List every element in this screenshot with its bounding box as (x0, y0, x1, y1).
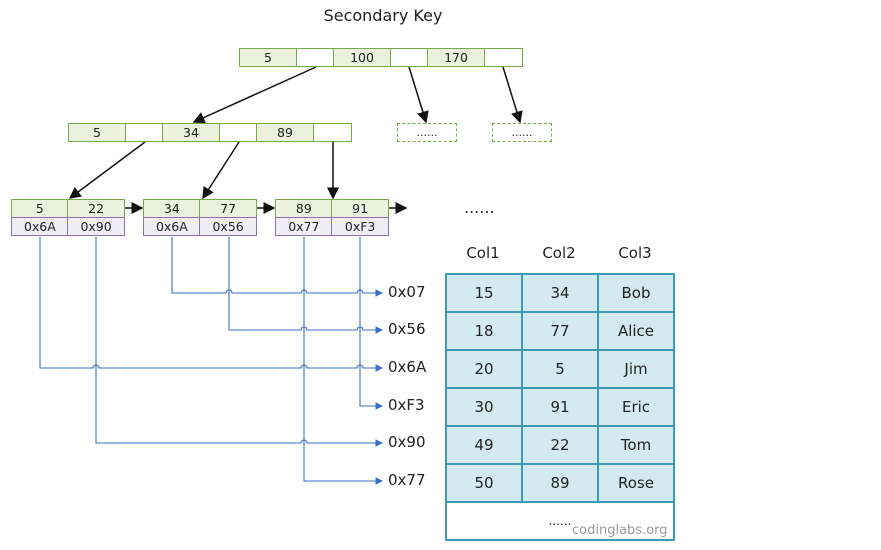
link-0x56 (228, 237, 384, 334)
leaf-node-3: 89 91 0x77 0xF3 (275, 199, 389, 236)
link-0x6A (39, 237, 384, 372)
internal-to-leaf-2-arrow (202, 141, 240, 200)
row-address-6: 0x77 (388, 471, 426, 489)
internal-key-3: 89 (256, 123, 314, 142)
row-address-4: 0xF3 (388, 396, 425, 414)
row-address-2: 0x56 (388, 320, 426, 338)
table-cell: Alice (597, 311, 675, 351)
leaf-node-2: 34 77 0x6A 0x56 (143, 199, 257, 236)
column-header-3: Col3 (618, 244, 652, 262)
root-pointer-3 (483, 48, 523, 67)
column-header-1: Col1 (466, 244, 500, 262)
leaf-2-addr-1: 0x6A (143, 216, 201, 236)
link-0x77 (303, 237, 384, 485)
link-0x90 (95, 237, 384, 447)
leaf-continuation-ellipsis: ...... (464, 198, 495, 217)
root-key-2: 100 (333, 48, 391, 67)
leaf-2-addr-2: 0x56 (199, 216, 257, 236)
table-cell: 15 (445, 273, 523, 313)
table-cell: Bob (597, 273, 675, 313)
leaf-3-key-1: 89 (275, 199, 333, 218)
leaf-2-key-2: 77 (199, 199, 257, 218)
internal-pointer-3 (312, 123, 352, 142)
internal-node: 5 34 89 (68, 123, 352, 142)
table-footer-ellipsis: ...... (445, 501, 675, 541)
leaf-1-key-1: 5 (11, 199, 69, 218)
placeholder-node-1: ...... (397, 123, 457, 142)
internal-pointer-2 (218, 123, 258, 142)
row-address-5: 0x90 (388, 433, 426, 451)
root-pointer-1 (295, 48, 335, 67)
table-row: 20 5 Jim (445, 349, 675, 389)
table-cell: Rose (597, 463, 675, 503)
table-cell: Jim (597, 349, 675, 389)
table-row: 49 22 Tom (445, 425, 675, 465)
leaf-3-key-2: 91 (331, 199, 389, 218)
internal-key-2: 34 (162, 123, 220, 142)
table-cell: 34 (521, 273, 599, 313)
table-row: 30 91 Eric (445, 387, 675, 427)
table-row: 50 89 Rose (445, 463, 675, 503)
table-cell: 50 (445, 463, 523, 503)
leaf-node-1: 5 22 0x6A 0x90 (11, 199, 125, 236)
table-cell: 22 (521, 425, 599, 465)
row-address-3: 0x6A (388, 358, 427, 376)
table-cell: 5 (521, 349, 599, 389)
row-address-1: 0x07 (388, 283, 426, 301)
leaf-3-addr-2: 0xF3 (331, 216, 389, 236)
table-cell: 77 (521, 311, 599, 351)
column-header-2: Col2 (542, 244, 576, 262)
root-to-placeholder-2-arrow (502, 66, 523, 124)
link-0x07 (171, 237, 384, 297)
internal-key-1: 5 (68, 123, 126, 142)
root-to-placeholder-1-arrow (408, 66, 429, 124)
table-cell: 89 (521, 463, 599, 503)
data-table: 15 34 Bob 18 77 Alice 20 5 Jim 30 91 Eri… (445, 273, 675, 541)
root-key-1: 5 (239, 48, 297, 67)
table-cell: Eric (597, 387, 675, 427)
table-cell: 91 (521, 387, 599, 427)
table-cell: Tom (597, 425, 675, 465)
table-footer-row: ...... (445, 501, 675, 541)
root-to-internal-arrow (192, 66, 317, 124)
leaf-1-addr-2: 0x90 (67, 216, 125, 236)
internal-to-leaf-1-arrow (68, 141, 146, 199)
placeholder-node-2: ...... (492, 123, 552, 142)
internal-pointer-1 (124, 123, 164, 142)
link-0xF3 (359, 237, 384, 410)
table-cell: 49 (445, 425, 523, 465)
leaf-2-key-1: 34 (143, 199, 201, 218)
root-key-3: 170 (427, 48, 485, 67)
leaf-1-addr-1: 0x6A (11, 216, 69, 236)
root-pointer-2 (389, 48, 429, 67)
table-row: 15 34 Bob (445, 273, 675, 313)
diagram-title: Secondary Key (323, 6, 443, 25)
watermark: codinglabs.org (572, 523, 668, 538)
table-cell: 20 (445, 349, 523, 389)
leaf-1-key-2: 22 (67, 199, 125, 218)
leaf-3-addr-1: 0x77 (275, 216, 333, 236)
root-node: 5 100 170 (239, 48, 523, 67)
table-cell: 30 (445, 387, 523, 427)
table-row: 18 77 Alice (445, 311, 675, 351)
table-cell: 18 (445, 311, 523, 351)
